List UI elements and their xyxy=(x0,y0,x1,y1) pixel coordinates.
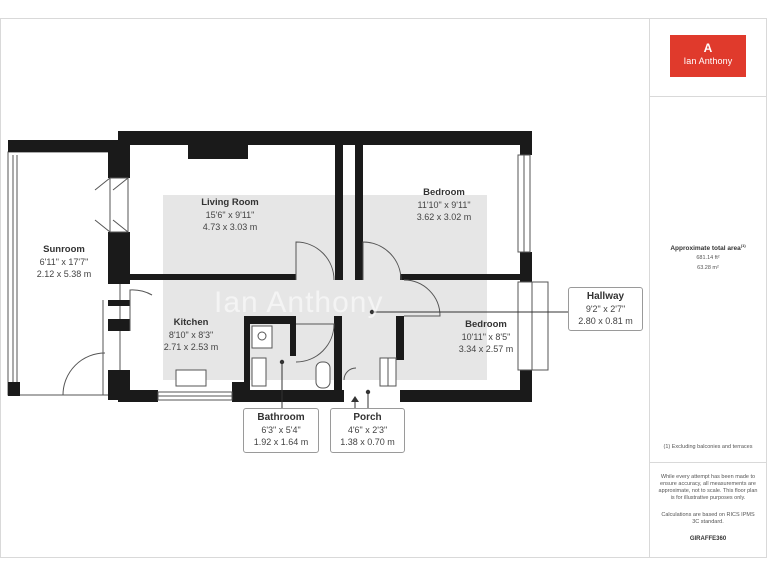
room-dim-metric: 2.12 x 5.38 m xyxy=(36,269,92,279)
area-title: Approximate total area(1) xyxy=(652,242,764,252)
wall-left-upper xyxy=(108,140,130,178)
wall-top xyxy=(118,131,532,145)
watermark: Ian Anthony xyxy=(214,286,384,319)
door-kitchen xyxy=(295,323,335,363)
room-name: Kitchen xyxy=(173,317,209,328)
room-dim-metric: 3.62 x 3.02 m xyxy=(416,212,472,222)
room-name: Bathroom xyxy=(257,412,305,423)
area-summary: Approximate total area(1) 681.14 ft² 63.… xyxy=(652,242,764,272)
room-dim-imperial: 9'2" x 2'7" xyxy=(585,304,626,314)
calculation-note: Calculations are based on RICS IPMS 3C s… xyxy=(661,512,755,525)
room-dim-imperial: 10'11" x 8'5" xyxy=(461,332,511,342)
area-sqm: 63.28 m² xyxy=(697,265,719,272)
sidebar-divider xyxy=(649,18,650,558)
wall-bottom-left xyxy=(118,390,158,402)
logo-text: Ian Anthony xyxy=(683,56,733,66)
wall-bathroom-right xyxy=(290,316,296,356)
wall-porch-right xyxy=(396,316,404,360)
footnote: (1) Excluding balconies and terraces xyxy=(663,444,753,450)
wall-bedroom-left xyxy=(355,140,363,280)
room-dim-imperial: 4'6" x 2'3" xyxy=(347,425,388,435)
label-pointers xyxy=(281,311,568,410)
wall-sunroom-top xyxy=(8,140,120,152)
wall-bathroom-left xyxy=(244,316,250,390)
door-bedroom-2 xyxy=(403,279,441,317)
area-title-text: Approximate total area xyxy=(670,245,741,253)
wall-bedroom-divider xyxy=(400,274,530,280)
bathroom-dot xyxy=(279,359,285,365)
wall-right-top xyxy=(520,131,532,155)
door-sunroom-outer xyxy=(62,352,106,396)
door-bedroom-1 xyxy=(362,241,402,281)
area-title-footnote-ref: (1) xyxy=(740,243,746,248)
room-dim-imperial: 11'10" x 9'11" xyxy=(417,200,471,210)
room-dim-metric: 2.80 x 0.81 m xyxy=(578,316,633,326)
room-dim-imperial: 6'11" x 17'7" xyxy=(39,257,89,267)
windows xyxy=(109,154,549,401)
room-label-porch: Porch 4'6" x 2'3" 1.38 x 0.70 m xyxy=(330,408,405,453)
sidebar-rule-top xyxy=(649,96,767,97)
room-label-sunroom: Sunroom 6'11" x 17'7" 2.12 x 5.38 m xyxy=(20,244,108,280)
bathroom-fixtures xyxy=(175,325,397,389)
door-porch xyxy=(343,367,357,381)
basin-bowl xyxy=(257,331,267,341)
living-french-door xyxy=(109,177,129,233)
kitchen-sink xyxy=(175,369,207,387)
door-swings xyxy=(62,177,441,396)
room-dim-metric: 1.92 x 1.64 m xyxy=(253,437,309,447)
chimney-breast xyxy=(188,141,248,159)
room-dim-metric: 1.38 x 0.70 m xyxy=(340,437,395,447)
entrance-arrow-icon xyxy=(351,396,359,402)
room-label-bathroom: Bathroom 6'3" x 5'4" 1.92 x 1.64 m xyxy=(243,408,319,453)
room-dim-metric: 4.73 x 3.03 m xyxy=(202,222,258,232)
room-name: Sunroom xyxy=(43,244,85,255)
room-dim-imperial: 8'10" x 8'3" xyxy=(168,330,214,340)
logo-a-icon: A xyxy=(703,41,713,55)
room-dim-metric: 2.71 x 2.53 m xyxy=(163,342,219,352)
wall-porch-left xyxy=(334,316,342,390)
room-name: Living Room xyxy=(201,197,259,208)
shower-tray xyxy=(251,357,267,387)
room-label-living-room: Living Room 15'6" x 9'11" 4.73 x 3.03 m xyxy=(175,197,285,233)
disclaimer: While every attempt has been made to ens… xyxy=(658,474,758,501)
wall-right-bottom xyxy=(520,370,532,402)
room-label-hallway: Hallway 9'2" x 2'7" 2.80 x 0.81 m xyxy=(568,287,643,331)
pointer-dots xyxy=(279,309,375,402)
room-label-kitchen: Kitchen 8'10" x 8'3" 2.71 x 2.53 m xyxy=(146,317,236,353)
porch-dot xyxy=(365,389,371,395)
area-sqft: 681.14 ft² xyxy=(696,255,720,262)
wall-left-middle xyxy=(108,232,130,284)
wall-bathroom-top xyxy=(244,316,296,324)
wall-sunroom-corner xyxy=(8,382,20,396)
page-frame xyxy=(0,18,767,558)
room-name: Bedroom xyxy=(465,319,507,330)
wall-bottom-right xyxy=(400,390,532,402)
wall-bottom-mid xyxy=(248,390,344,402)
brand-logo: A Ian Anthony xyxy=(670,35,746,77)
wall-living-bedroom xyxy=(335,140,343,280)
door-living xyxy=(295,241,335,281)
room-dim-imperial: 15'6" x 9'11" xyxy=(205,210,255,220)
door-sunroom xyxy=(129,289,153,331)
french-door-leaves xyxy=(94,177,129,233)
room-name: Porch xyxy=(353,412,382,423)
room-name: Bedroom xyxy=(423,187,465,198)
room-name: Hallway xyxy=(586,291,625,302)
wall-left-lower xyxy=(108,319,130,331)
hallway-dot xyxy=(369,309,375,315)
room-label-bedroom-2: Bedroom 10'11" x 8'5" 3.34 x 2.57 m xyxy=(436,319,536,355)
toilet xyxy=(315,361,331,389)
wall-living-kitchen xyxy=(128,274,296,280)
walls xyxy=(8,131,532,402)
room-dim-metric: 3.34 x 2.57 m xyxy=(458,344,514,354)
room-label-bedroom-1: Bedroom 11'10" x 9'11" 3.62 x 3.02 m xyxy=(394,187,494,223)
room-dim-imperial: 6'3" x 5'4" xyxy=(261,425,301,435)
provider-logo: GIRAFFE360 xyxy=(689,536,727,542)
sidebar-rule-bottom xyxy=(649,462,767,463)
